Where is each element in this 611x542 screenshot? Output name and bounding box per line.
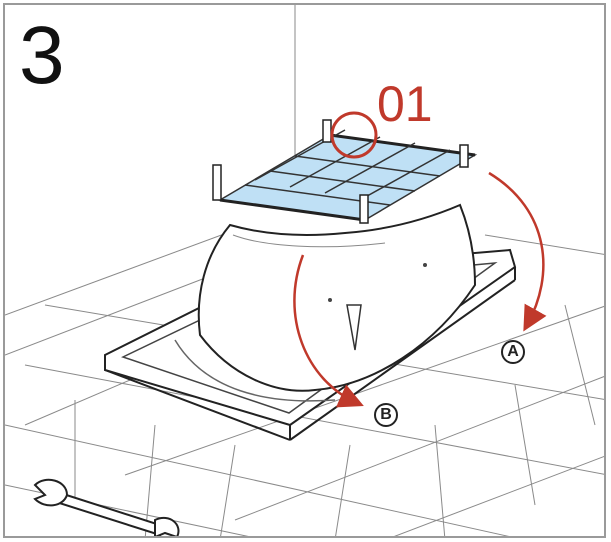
instruction-panel: 3 01 A B — [3, 3, 606, 538]
step-number: 3 — [19, 10, 65, 101]
part-highlight-circle — [330, 111, 378, 159]
marker-a: A — [501, 340, 525, 364]
marker-b: B — [374, 403, 398, 427]
part-label: 01 — [377, 76, 433, 132]
bathtub-body — [174, 203, 477, 402]
bathtub-installation-drawing — [5, 5, 604, 536]
wrench-icon — [33, 478, 180, 536]
support-frame — [212, 119, 478, 224]
rotation-arrow-icon — [488, 171, 547, 332]
rotation-arrow-icon — [293, 254, 364, 408]
